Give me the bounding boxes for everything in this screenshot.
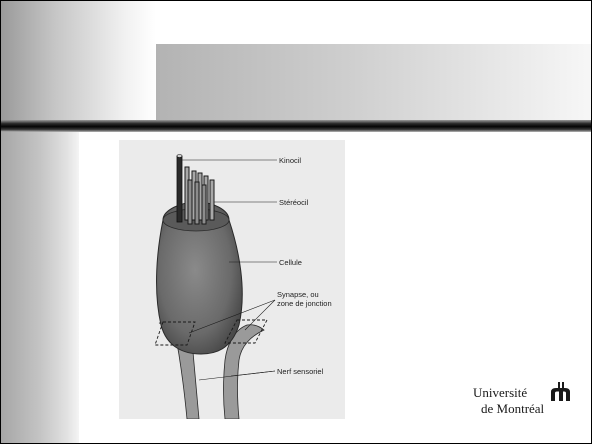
label-cellule: Cellule — [279, 258, 302, 267]
hair-cell-diagram: Kinocil Stéréocil Cellule Synapse, ou zo… — [119, 140, 345, 419]
label-stereocil: Stéréocil — [279, 198, 309, 207]
title-band — [156, 44, 592, 123]
stereocilia — [185, 167, 214, 224]
corner-gradient — [1, 1, 156, 123]
stereocil — [195, 182, 199, 224]
left-band — [1, 132, 79, 443]
label-nerf-sensoriel: Nerf sensoriel — [277, 367, 324, 376]
header-separator — [1, 120, 592, 132]
stereocil — [210, 180, 214, 220]
stereocil — [202, 185, 206, 224]
label-kinocil: Kinocil — [279, 156, 301, 165]
leader-synapse-2 — [245, 300, 275, 330]
hair-cell-figure: Kinocil Stéréocil Cellule Synapse, ou zo… — [119, 140, 345, 419]
universite-de-montreal-logo: Université de Montréal — [471, 381, 575, 421]
stereocil — [188, 180, 192, 224]
logo-line2: de Montréal — [481, 401, 544, 417]
logo-line1: Université — [473, 385, 527, 401]
label-synapse-line1: Synapse, ou — [277, 290, 319, 299]
kinocil — [177, 156, 182, 222]
udem-emblem-icon — [549, 381, 571, 403]
label-synapse-line2: zone de jonction — [277, 299, 332, 308]
kinocil-tip — [177, 155, 182, 158]
